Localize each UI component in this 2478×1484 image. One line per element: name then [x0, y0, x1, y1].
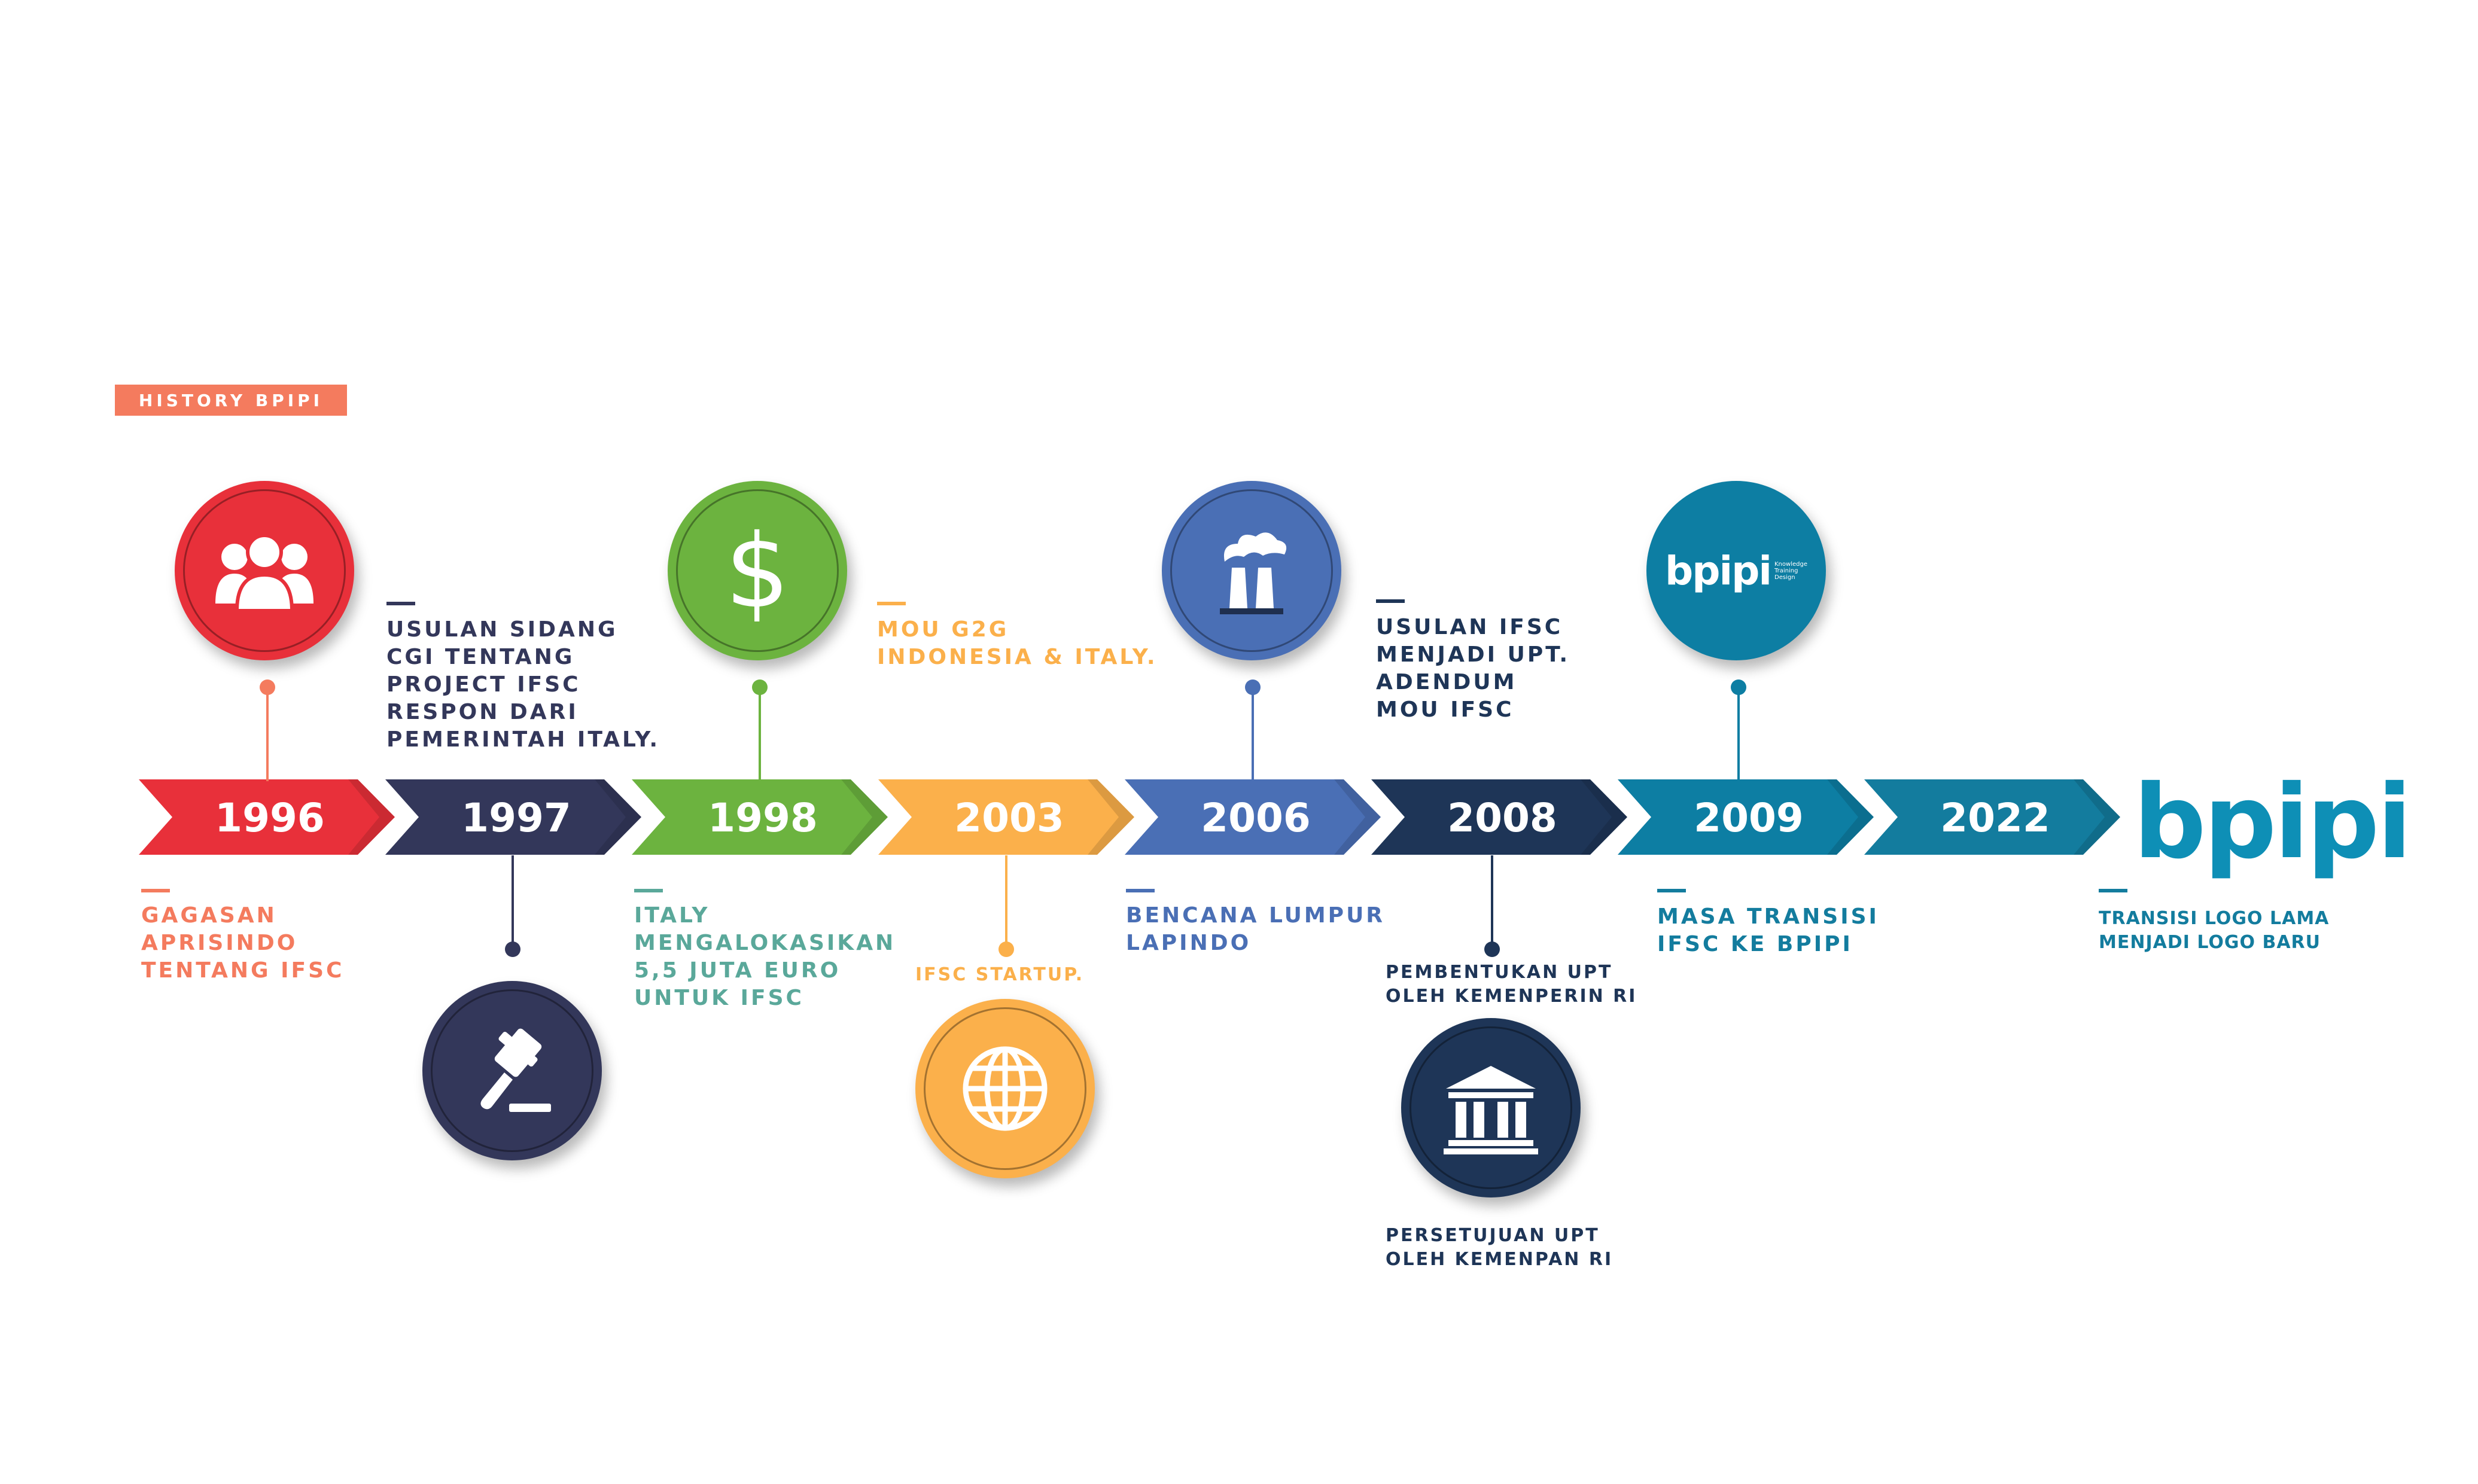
- connector-2006: [1252, 693, 1254, 781]
- year-label-2006: 2006: [1201, 795, 1311, 841]
- year-label-2009: 2009: [1694, 795, 1804, 841]
- caption-dash-1997: [386, 602, 415, 605]
- year-arrow-1996: [139, 779, 395, 855]
- icon-circle-1997: [422, 981, 602, 1160]
- year-arrow-shade-2022: [2074, 779, 2120, 855]
- connector-dot-2006: [1245, 679, 1261, 695]
- year-arrow-2009: [1618, 779, 1874, 855]
- caption-2022: TRANSISI LOGO LAMA MENJADI LOGO BARU: [2099, 908, 2330, 953]
- globe-icon: [963, 1046, 1048, 1131]
- connector-1998: [759, 693, 761, 781]
- caption-2008-mid: PEMBENTUKAN UPT OLEH KEMENPERIN RI: [1386, 962, 1637, 1007]
- year-arrow-shade-1996: [348, 779, 395, 855]
- icon-circle-2003: [915, 999, 1095, 1178]
- caption-dash-1996: [141, 889, 170, 892]
- year-arrow-2022: [1864, 779, 2120, 855]
- gavel-icon: [480, 1028, 551, 1112]
- connector-dot-2003: [998, 941, 1014, 957]
- bpipi-logo: bpipi: [2133, 763, 2412, 882]
- connector-1996: [266, 693, 269, 781]
- year-arrow-2008: [1371, 779, 1627, 855]
- connector-dot-2009: [1731, 679, 1746, 695]
- icon-circle-1996: [175, 481, 354, 660]
- caption-1998: ITALY MENGALOKASIKAN 5,5 JUTA EURO UNTUK…: [634, 903, 896, 1010]
- caption-2008-bottom: PERSETUJUAN UPT OLEH KEMENPAN RI: [1386, 1225, 1614, 1270]
- caption-2003-bottom: IFSC STARTUP.: [915, 964, 1085, 985]
- dollar-icon: $: [725, 517, 790, 624]
- connector-2003: [1005, 855, 1007, 945]
- year-arrow-shade-2009: [1827, 779, 1874, 855]
- caption-dash-2009: [1657, 889, 1686, 892]
- year-arrow-2006: [1125, 779, 1381, 855]
- caption-dash-2022: [2099, 889, 2127, 892]
- year-arrow-shade-1997: [595, 779, 641, 855]
- year-arrow-shade-2003: [1088, 779, 1134, 855]
- connector-2009: [1737, 693, 1740, 781]
- caption-2003-top: MOU G2G INDONESIA & ITALY.: [877, 617, 1158, 669]
- icon-circle-2008: [1401, 1018, 1581, 1197]
- caption-dash-1998: [634, 889, 663, 892]
- icon-circle-2009: bpipi Knowledge Training Design: [1646, 481, 1826, 660]
- factory-chimneys-icon: [1220, 532, 1287, 614]
- caption-2006: BENCANA LUMPUR LAPINDO: [1126, 903, 1386, 955]
- caption-2008-top: USULAN IFSC MENJADI UPT. ADENDUM MOU IFS…: [1376, 615, 1570, 722]
- svg-text:$: $: [725, 517, 790, 624]
- caption-dash-2006: [1126, 889, 1155, 892]
- caption-1996: GAGASAN APRISINDO TENTANG IFSC: [141, 903, 345, 983]
- year-arrow-2003: [878, 779, 1134, 855]
- year-label-1997: 1997: [461, 795, 571, 841]
- year-arrow-shade-2006: [1334, 779, 1381, 855]
- year-label-1996: 1996: [215, 795, 325, 841]
- year-label-2022: 2022: [1940, 795, 2050, 841]
- old-logo-tagline: Knowledge Training Design: [1774, 560, 1807, 581]
- icon-circle-1998: $: [668, 481, 847, 660]
- year-label-2008: 2008: [1447, 795, 1557, 841]
- year-arrow-1997: [385, 779, 641, 855]
- year-arrow-1998: [632, 779, 888, 855]
- connector-dot-1998: [752, 679, 768, 695]
- connector-1997: [512, 855, 514, 945]
- icon-circle-2006: [1162, 481, 1341, 660]
- old-logo-text: bpipi: [1665, 547, 1772, 594]
- government-building-icon: [1444, 1066, 1538, 1154]
- year-arrow-shade-2008: [1581, 779, 1627, 855]
- caption-2009: MASA TRANSISI IFSC KE BPIPI: [1657, 904, 1879, 956]
- bpipi-old-logo-icon: bpipi Knowledge Training Design: [1665, 548, 1807, 594]
- people-group-icon: [215, 534, 313, 613]
- connector-dot-2008: [1484, 941, 1500, 957]
- year-label-1998: 1998: [708, 795, 818, 841]
- year-arrow-shade-1998: [841, 779, 888, 855]
- connector-dot-1997: [505, 941, 520, 957]
- connector-dot-1996: [260, 679, 275, 695]
- connector-2008: [1491, 855, 1493, 945]
- history-badge: HISTORY BPIPI: [115, 385, 347, 416]
- caption-dash-2003-top: [877, 602, 906, 605]
- year-label-2003: 2003: [954, 795, 1064, 841]
- caption-dash-2008-top: [1376, 599, 1405, 603]
- caption-1997: USULAN SIDANG CGI TENTANG PROJECT IFSC R…: [386, 617, 660, 752]
